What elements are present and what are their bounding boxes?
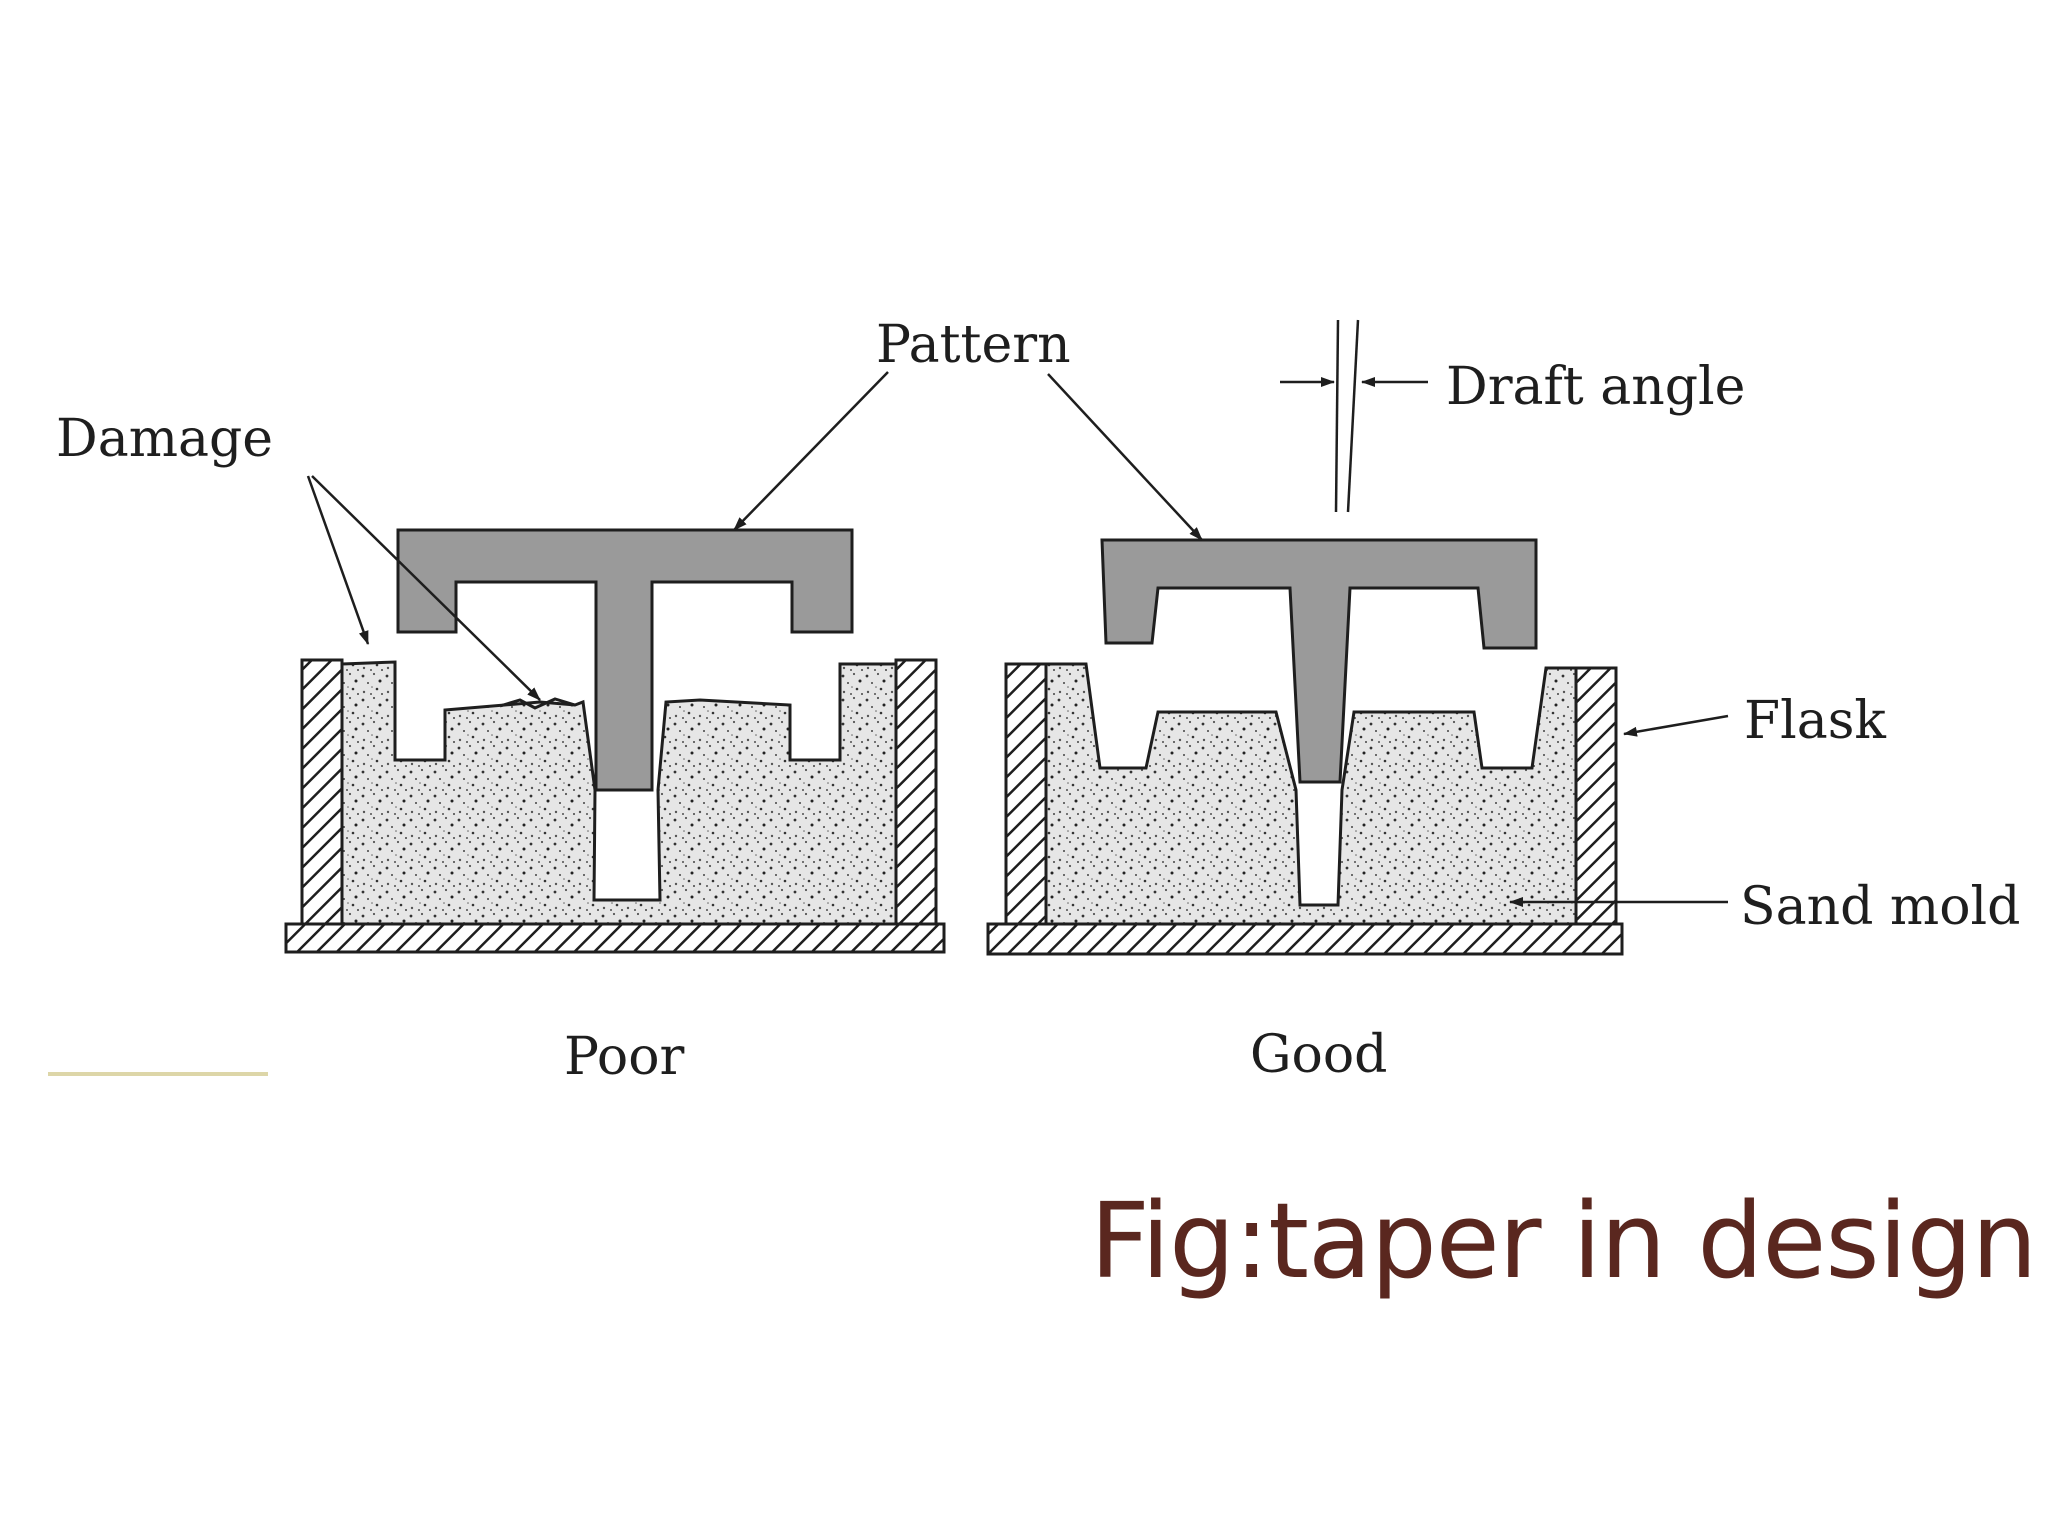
poor-flask-right-wall <box>894 658 938 926</box>
damage-arrow-surface <box>311 475 541 701</box>
good-assembly <box>986 538 1624 956</box>
sand-mold-label: Sand mold <box>1740 877 2020 937</box>
good-flask-left-wall <box>1004 662 1048 926</box>
pattern-arrow-poor <box>733 371 889 531</box>
accent-line <box>48 1072 268 1076</box>
pattern-arrow-good <box>1047 373 1203 541</box>
draft-angle-label: Draft angle <box>1446 357 1745 417</box>
good-sand-mold <box>1044 662 1578 926</box>
good-flask-right-wall <box>1574 666 1618 926</box>
good-pattern <box>1100 538 1538 784</box>
draft-angle-indicator <box>1280 319 1428 513</box>
poor-damage-edge <box>499 697 576 710</box>
good-base-plate <box>986 922 1624 956</box>
leader-arrows <box>306 371 1729 907</box>
damage-label: Damage <box>56 409 273 469</box>
figure-caption: Fig:taper in design <box>1090 1180 2037 1302</box>
taper-diagram: Pattern Damage Draft angle Flask Sand mo… <box>56 315 2020 1087</box>
poor-label: Poor <box>564 1027 684 1087</box>
good-label: Good <box>1250 1025 1387 1085</box>
damage-arrow-edge <box>306 475 370 645</box>
pattern-label: Pattern <box>876 315 1071 375</box>
poor-flask-left-wall <box>300 658 344 926</box>
poor-sand-mold <box>340 660 898 926</box>
poor-assembly <box>284 528 946 954</box>
poor-base-plate <box>284 922 946 954</box>
flask-label: Flask <box>1744 691 1886 751</box>
poor-pattern <box>396 528 854 792</box>
flask-arrow <box>1623 714 1729 737</box>
